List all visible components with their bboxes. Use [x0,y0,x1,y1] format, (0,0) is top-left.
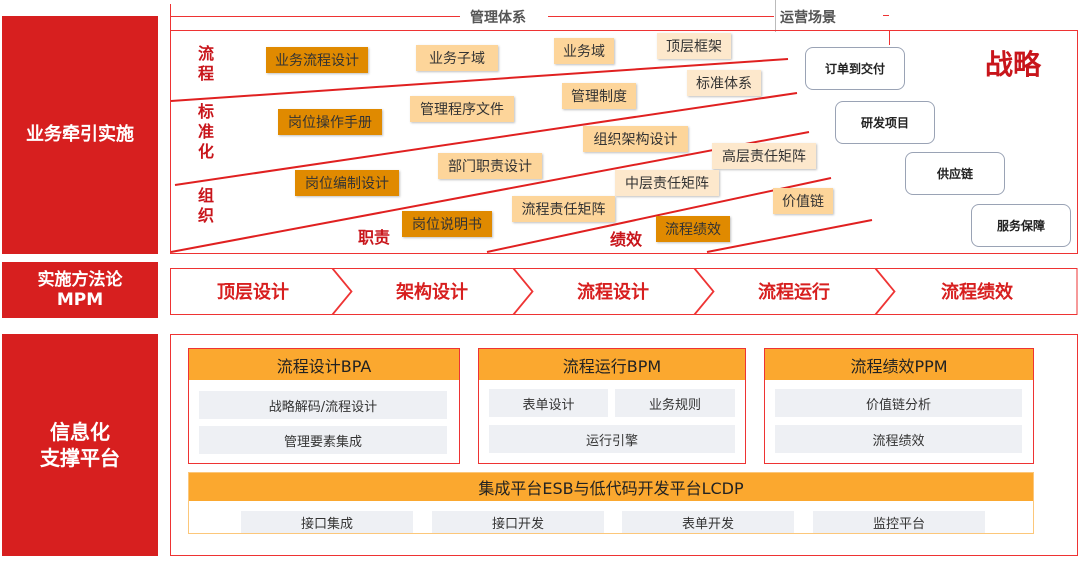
box-dept-duty-design: 部门职责设计 [438,153,542,179]
step-shape [693,268,895,315]
strategy-label: 战略 [985,48,1042,81]
side-label-text: 信息化 [50,420,110,444]
box-business-domain: 业务域 [554,38,614,64]
box-process-raci: 流程责任矩阵 [512,196,615,222]
panel-title: 流程运行BPM [479,349,745,380]
box-middle-raci: 中层责任矩阵 [615,170,719,196]
step-top-design: 顶层设计 [217,281,289,303]
step-architecture-design: 架构设计 [396,281,468,303]
panel-title: 流程绩效PPM [765,349,1033,380]
diagonal-line [170,131,810,253]
scene-service: 服务保障 [971,204,1071,247]
box-value-chain: 价值链 [773,188,833,214]
box-process-performance: 流程绩效 [656,216,730,242]
header-line [548,16,774,17]
scene-supply-chain: 供应链 [905,152,1005,195]
side-label-text: MPM [56,290,104,310]
side-label-business: 业务牵引实施 [2,16,158,254]
row-label-process: 流程 [197,44,214,83]
cell-element-integration: 管理要素集成 [199,426,447,454]
box-senior-raci: 高层责任矩阵 [712,143,816,169]
box-job-description: 岗位说明书 [402,211,492,237]
step-shape [331,268,533,315]
cell-value-chain-analysis: 价值链分析 [775,389,1022,417]
cell-interface-integration: 接口集成 [241,511,413,533]
header-line [170,16,460,17]
cell-form-development: 表单开发 [622,511,794,533]
step-process-operation: 流程运行 [758,281,830,303]
box-management-procedures: 管理程序文件 [410,96,514,122]
box-headcount-design: 岗位编制设计 [295,170,399,196]
box-top-framework: 顶层框架 [657,33,731,59]
diagonal-line [706,219,873,253]
step-process-performance: 流程绩效 [941,281,1014,303]
side-label-text: 支撑平台 [40,446,120,470]
panel-ppm: 流程绩效PPM 价值链分析 流程绩效 [764,348,1034,464]
cell-form-design: 表单设计 [489,389,608,417]
panel-esb-lcdp: 集成平台ESB与低代码开发平台LCDP 接口集成 接口开发 表单开发 监控平台 [188,472,1034,534]
row-label-org: 组织 [197,186,214,225]
box-management-rules: 管理制度 [562,83,636,109]
row-label-perf: 绩效 [610,230,643,249]
scene-order-to-delivery: 订单到交付 [805,47,905,90]
step-shape [874,268,1078,315]
box-business-process-design: 业务流程设计 [266,47,368,73]
step-shape [170,268,352,315]
box-org-design: 组织架构设计 [583,126,688,152]
panel-title: 集成平台ESB与低代码开发平台LCDP [189,473,1033,501]
header-line [170,4,171,30]
diagonal-line [170,58,789,102]
box-standard-system: 标准体系 [687,70,761,96]
cell-strategy-decoding: 战略解码/流程设计 [199,391,447,419]
platform-frame [170,334,1078,556]
diagonal-line [174,92,798,186]
header-divider [775,0,776,32]
panel-bpa: 流程设计BPA 战略解码/流程设计 管理要素集成 [188,348,460,464]
step-process-design: 流程设计 [577,281,649,303]
row-label-standard: 标准化 [197,102,214,161]
side-label-text: 实施方法论 [37,270,123,290]
box-job-manual: 岗位操作手册 [278,109,382,135]
cell-run-engine: 运行引擎 [489,425,735,453]
cell-process-performance: 流程绩效 [775,425,1022,453]
step-shape [512,268,714,315]
cell-interface-development: 接口开发 [432,511,604,533]
methodology-steps: 顶层设计 架构设计 流程设计 流程运行 流程绩效 [170,268,1078,315]
box-business-subdomain: 业务子域 [416,45,498,71]
side-label-text: 业务牵引实施 [26,124,134,145]
frame-tick [889,31,890,45]
scene-rd-project: 研发项目 [835,101,935,144]
header-operations: 运营场景 [780,10,836,26]
cell-business-rules: 业务规则 [615,389,735,417]
side-label-platform: 信息化支撑平台 [2,334,158,556]
panel-bpm: 流程运行BPM 表单设计 业务规则 运行引擎 [478,348,746,464]
header-management: 管理体系 [470,10,526,26]
row-label-duty: 职责 [358,228,391,247]
panel-title: 流程设计BPA [189,349,459,380]
cell-monitoring-platform: 监控平台 [813,511,985,533]
header-dash [883,15,889,16]
strategy-frame [170,30,1078,254]
